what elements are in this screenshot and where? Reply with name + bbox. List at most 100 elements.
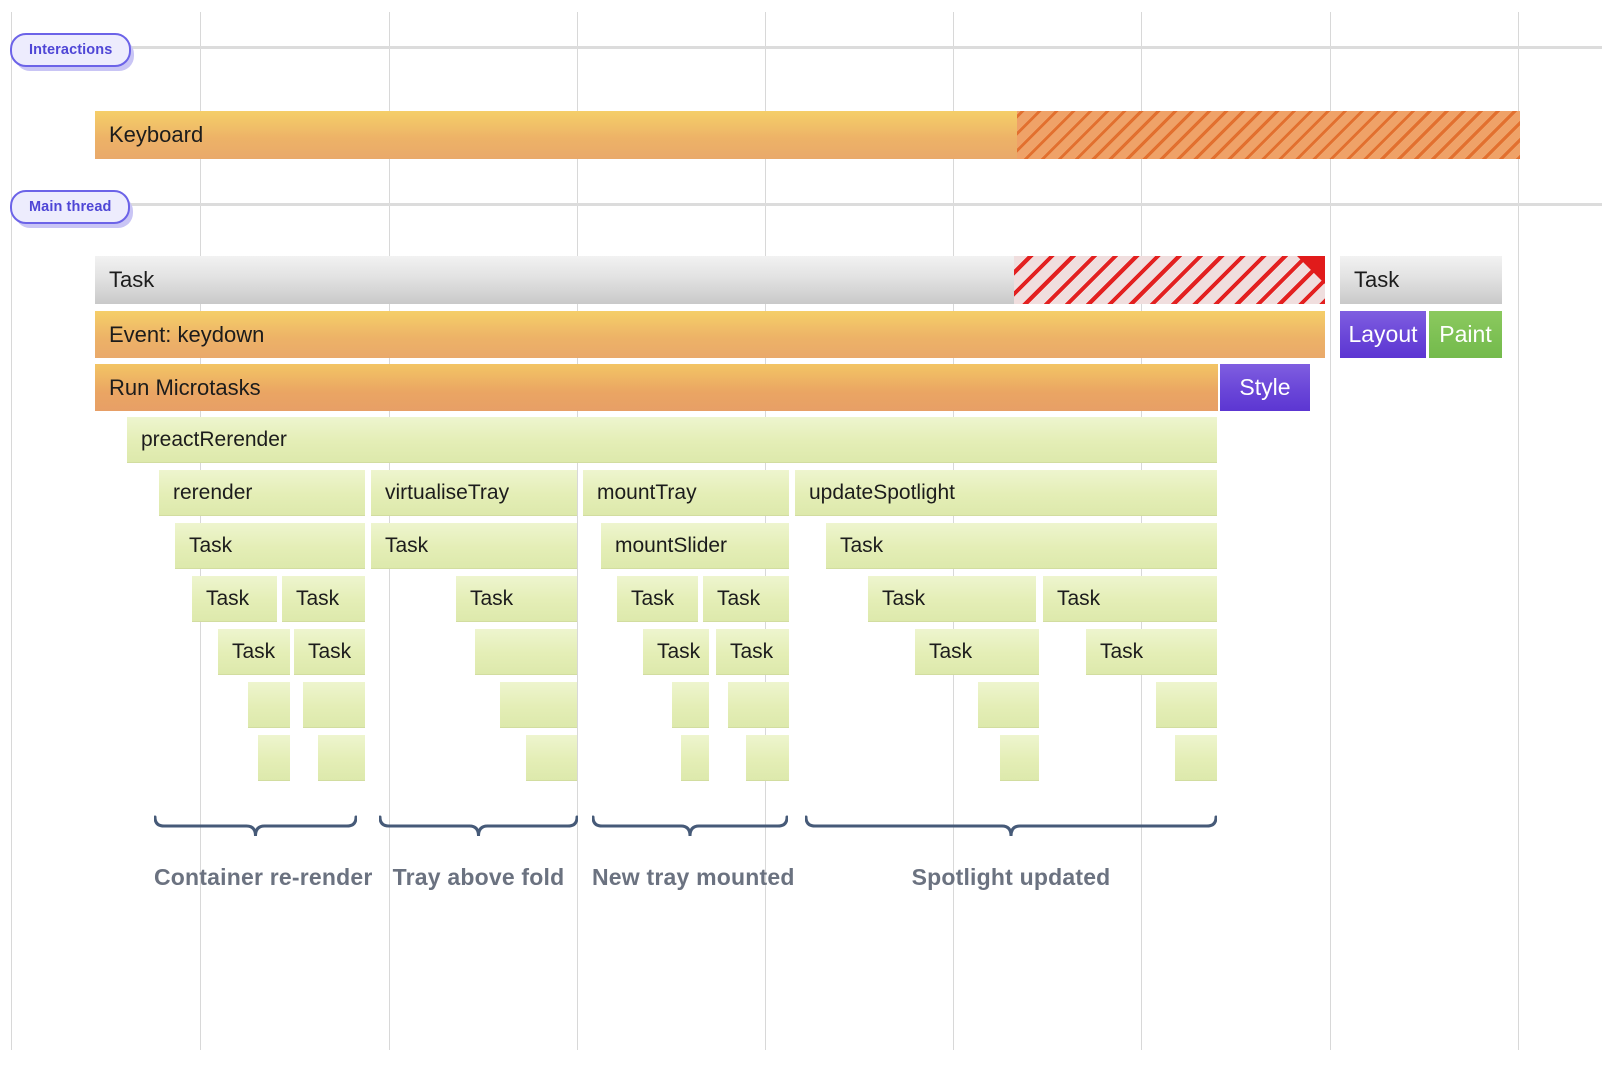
flame-bar-label: Style xyxy=(1239,374,1291,400)
flame-bar-style-r2-1[interactable]: Style xyxy=(1220,364,1310,411)
flame-bar-mounttray-r4-2[interactable]: mountTray xyxy=(583,470,789,516)
flame-bar-label: virtualiseTray xyxy=(385,480,510,504)
flame-bar-task-r5-3[interactable]: Task xyxy=(826,523,1217,569)
flame-bar-label: preactRerender xyxy=(141,427,287,451)
flame-bar-rerender-r4-0[interactable]: rerender xyxy=(159,470,365,516)
flame-bar-layout-r1-1[interactable]: Layout xyxy=(1340,311,1426,358)
flame-bar-block-r9-6[interactable] xyxy=(1175,735,1217,781)
track-pill-interactions[interactable]: Interactions xyxy=(10,33,132,67)
annotation-label-3: Spotlight updated xyxy=(911,864,1111,890)
flame-bar-task-r6-4[interactable]: Task xyxy=(703,576,789,622)
flame-bar-label: Task xyxy=(189,533,233,557)
bracket-icon xyxy=(379,815,578,837)
flame-bar-label: Layout xyxy=(1348,321,1418,347)
annotation-bracket-3 xyxy=(805,815,1217,841)
flame-bar-block-r9-3[interactable] xyxy=(681,735,709,781)
flame-bar-task-r7-1[interactable]: Task xyxy=(294,629,365,675)
flame-bar-label: Task xyxy=(929,639,973,663)
flame-bar-task-r6-1[interactable]: Task xyxy=(282,576,365,622)
flame-bar-label: Task xyxy=(1354,267,1400,292)
flame-bar-block-r8-3[interactable] xyxy=(672,682,709,728)
flame-bar-label: Task xyxy=(1057,586,1101,610)
flame-bar-label: Task xyxy=(385,533,429,557)
flame-bar-label: mountTray xyxy=(597,480,697,504)
flame-bar-block-r8-6[interactable] xyxy=(1156,682,1217,728)
flame-bar-event-keydown-r1-0[interactable]: Event: keydown xyxy=(95,311,1325,358)
flame-bar-label: Run Microtasks xyxy=(109,374,261,400)
flame-bar-block-r9-1[interactable] xyxy=(318,735,365,781)
flame-bar-label: updateSpotlight xyxy=(809,480,955,504)
gridline-0 xyxy=(11,12,12,1050)
flame-bar-task-r6-2[interactable]: Task xyxy=(456,576,577,622)
flame-bar-mountslider-r5-2[interactable]: mountSlider xyxy=(601,523,789,569)
flame-bar-label: Task xyxy=(840,533,884,557)
flame-bar-paint-r1-2[interactable]: Paint xyxy=(1429,311,1502,358)
flame-bar-run-microtasks-r2-0[interactable]: Run Microtasks xyxy=(95,364,1218,411)
flame-bar-label: rerender xyxy=(173,480,253,504)
track-rule-main-thread xyxy=(130,203,1602,206)
flame-bar-block-r9-4[interactable] xyxy=(746,735,789,781)
gridline-8 xyxy=(1518,12,1519,1050)
flame-bar-task-r5-1[interactable]: Task xyxy=(371,523,577,569)
flame-bar-block-r9-2[interactable] xyxy=(526,735,577,781)
flame-bar-keyboard-rint-0[interactable]: Keyboard xyxy=(95,111,1520,159)
track-pill-main-thread[interactable]: Main thread xyxy=(10,190,131,224)
flame-bar-task-r6-6[interactable]: Task xyxy=(1043,576,1217,622)
flame-bar-block-r9-5[interactable] xyxy=(1000,735,1039,781)
flame-bar-task-r6-5[interactable]: Task xyxy=(868,576,1036,622)
flame-bar-label: Task xyxy=(308,639,352,663)
long-task-warning-triangle-icon xyxy=(1297,256,1325,284)
flame-bar-block-r8-5[interactable] xyxy=(978,682,1039,728)
flame-bar-updatespotlight-r4-3[interactable]: updateSpotlight xyxy=(795,470,1217,516)
annotation-bracket-2 xyxy=(592,815,788,841)
flame-bar-label: Keyboard xyxy=(109,122,204,147)
annotation-bracket-1 xyxy=(379,815,578,841)
bracket-path xyxy=(805,815,1217,837)
flame-bar-label: Task xyxy=(717,586,761,610)
flame-bar-label: Task xyxy=(232,639,276,663)
flame-bar-block-r8-2[interactable] xyxy=(500,682,577,728)
flame-bar-block-r8-0[interactable] xyxy=(248,682,290,728)
flame-bar-preactrerender-r3-0[interactable]: preactRerender xyxy=(127,417,1217,463)
flame-bar-label: Task xyxy=(657,639,701,663)
flame-bar-label: Task xyxy=(882,586,926,610)
flame-bar-task-r6-0[interactable]: Task xyxy=(192,576,277,622)
flame-bar-task-r5-0[interactable]: Task xyxy=(175,523,365,569)
flame-bar-label: Task xyxy=(470,586,514,610)
bracket-path xyxy=(592,815,788,837)
flame-bar-task-r7-4[interactable]: Task xyxy=(716,629,789,675)
flame-bar-task-r0-0[interactable]: Task xyxy=(95,256,1325,304)
flame-bar-task-r7-5[interactable]: Task xyxy=(915,629,1039,675)
annotation-label-1: Tray above fold xyxy=(392,864,565,890)
bracket-path xyxy=(379,815,578,837)
annotation-label-2: New tray mounted xyxy=(592,864,795,890)
flame-bar-label: Task xyxy=(206,586,250,610)
input-delay-hatch xyxy=(1017,111,1520,159)
flame-bar-task-r6-3[interactable]: Task xyxy=(617,576,698,622)
bracket-icon xyxy=(592,815,788,837)
flame-bar-block-r8-1[interactable] xyxy=(303,682,365,728)
flame-bar-task-r7-3[interactable]: Task xyxy=(643,629,709,675)
annotation-label-0: Container re-render xyxy=(154,864,373,890)
flame-bar-label: Task xyxy=(730,639,774,663)
flame-bar-block-r9-0[interactable] xyxy=(258,735,290,781)
annotation-bracket-0 xyxy=(154,815,357,841)
flame-bar-task-r0-1[interactable]: Task xyxy=(1340,256,1502,304)
flame-bar-block-r8-4[interactable] xyxy=(728,682,789,728)
bracket-path xyxy=(154,815,357,837)
gridline-7 xyxy=(1330,12,1331,1050)
bracket-icon xyxy=(805,815,1217,837)
flame-bar-virtualisetray-r4-1[interactable]: virtualiseTray xyxy=(371,470,577,516)
flame-bar-label: Task xyxy=(109,267,155,292)
flame-bar-task-r7-6[interactable]: Task xyxy=(1086,629,1217,675)
gridline-3 xyxy=(577,12,578,1050)
flame-bar-label: Event: keydown xyxy=(109,321,265,347)
flame-bar-label: Task xyxy=(296,586,340,610)
flame-bar-task-r7-0[interactable]: Task xyxy=(218,629,290,675)
flame-bar-label: Task xyxy=(1100,639,1144,663)
flame-bar-label: mountSlider xyxy=(615,533,728,557)
flame-bar-block-r7-2[interactable] xyxy=(475,629,577,675)
flame-bar-label: Task xyxy=(631,586,675,610)
flame-bar-label: Paint xyxy=(1439,321,1492,347)
